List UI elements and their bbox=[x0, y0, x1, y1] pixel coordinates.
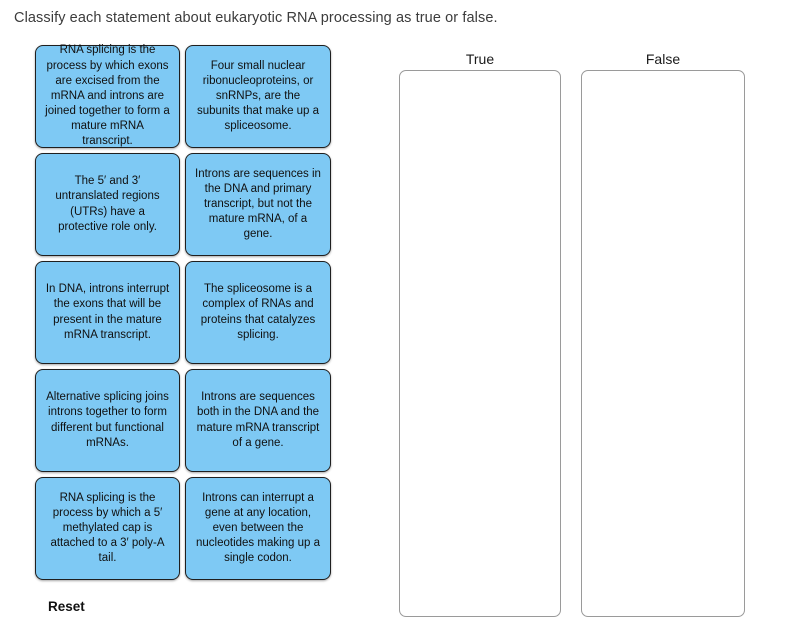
true-zone-label: True bbox=[465, 51, 495, 67]
statement-card[interactable]: Four small nuclear ribonucleoproteins, o… bbox=[185, 45, 331, 148]
statement-card[interactable]: The 5′ and 3′ untranslated regions (UTRs… bbox=[35, 153, 180, 256]
statement-card[interactable]: RNA splicing is the process by which a 5… bbox=[35, 477, 180, 580]
true-drop-zone[interactable] bbox=[399, 70, 561, 617]
false-drop-zone[interactable] bbox=[581, 70, 745, 617]
statement-card[interactable]: Alternative splicing joins introns toget… bbox=[35, 369, 180, 472]
page-title: Classify each statement about eukaryotic… bbox=[14, 10, 498, 26]
statement-card[interactable]: In DNA, introns interrupt the exons that… bbox=[35, 261, 180, 364]
statement-card[interactable]: RNA splicing is the process by which exo… bbox=[35, 44, 180, 148]
reset-button[interactable]: Reset bbox=[48, 599, 85, 614]
statement-card[interactable]: Introns are sequences in the DNA and pri… bbox=[185, 153, 331, 256]
statement-card-grid: RNA splicing is the process by which exo… bbox=[35, 44, 331, 580]
statement-card[interactable]: Introns are sequences both in the DNA an… bbox=[185, 369, 331, 472]
false-zone-label: False bbox=[645, 51, 681, 67]
statement-card[interactable]: Introns can interrupt a gene at any loca… bbox=[185, 477, 331, 580]
statement-card[interactable]: The spliceosome is a complex of RNAs and… bbox=[185, 261, 331, 364]
